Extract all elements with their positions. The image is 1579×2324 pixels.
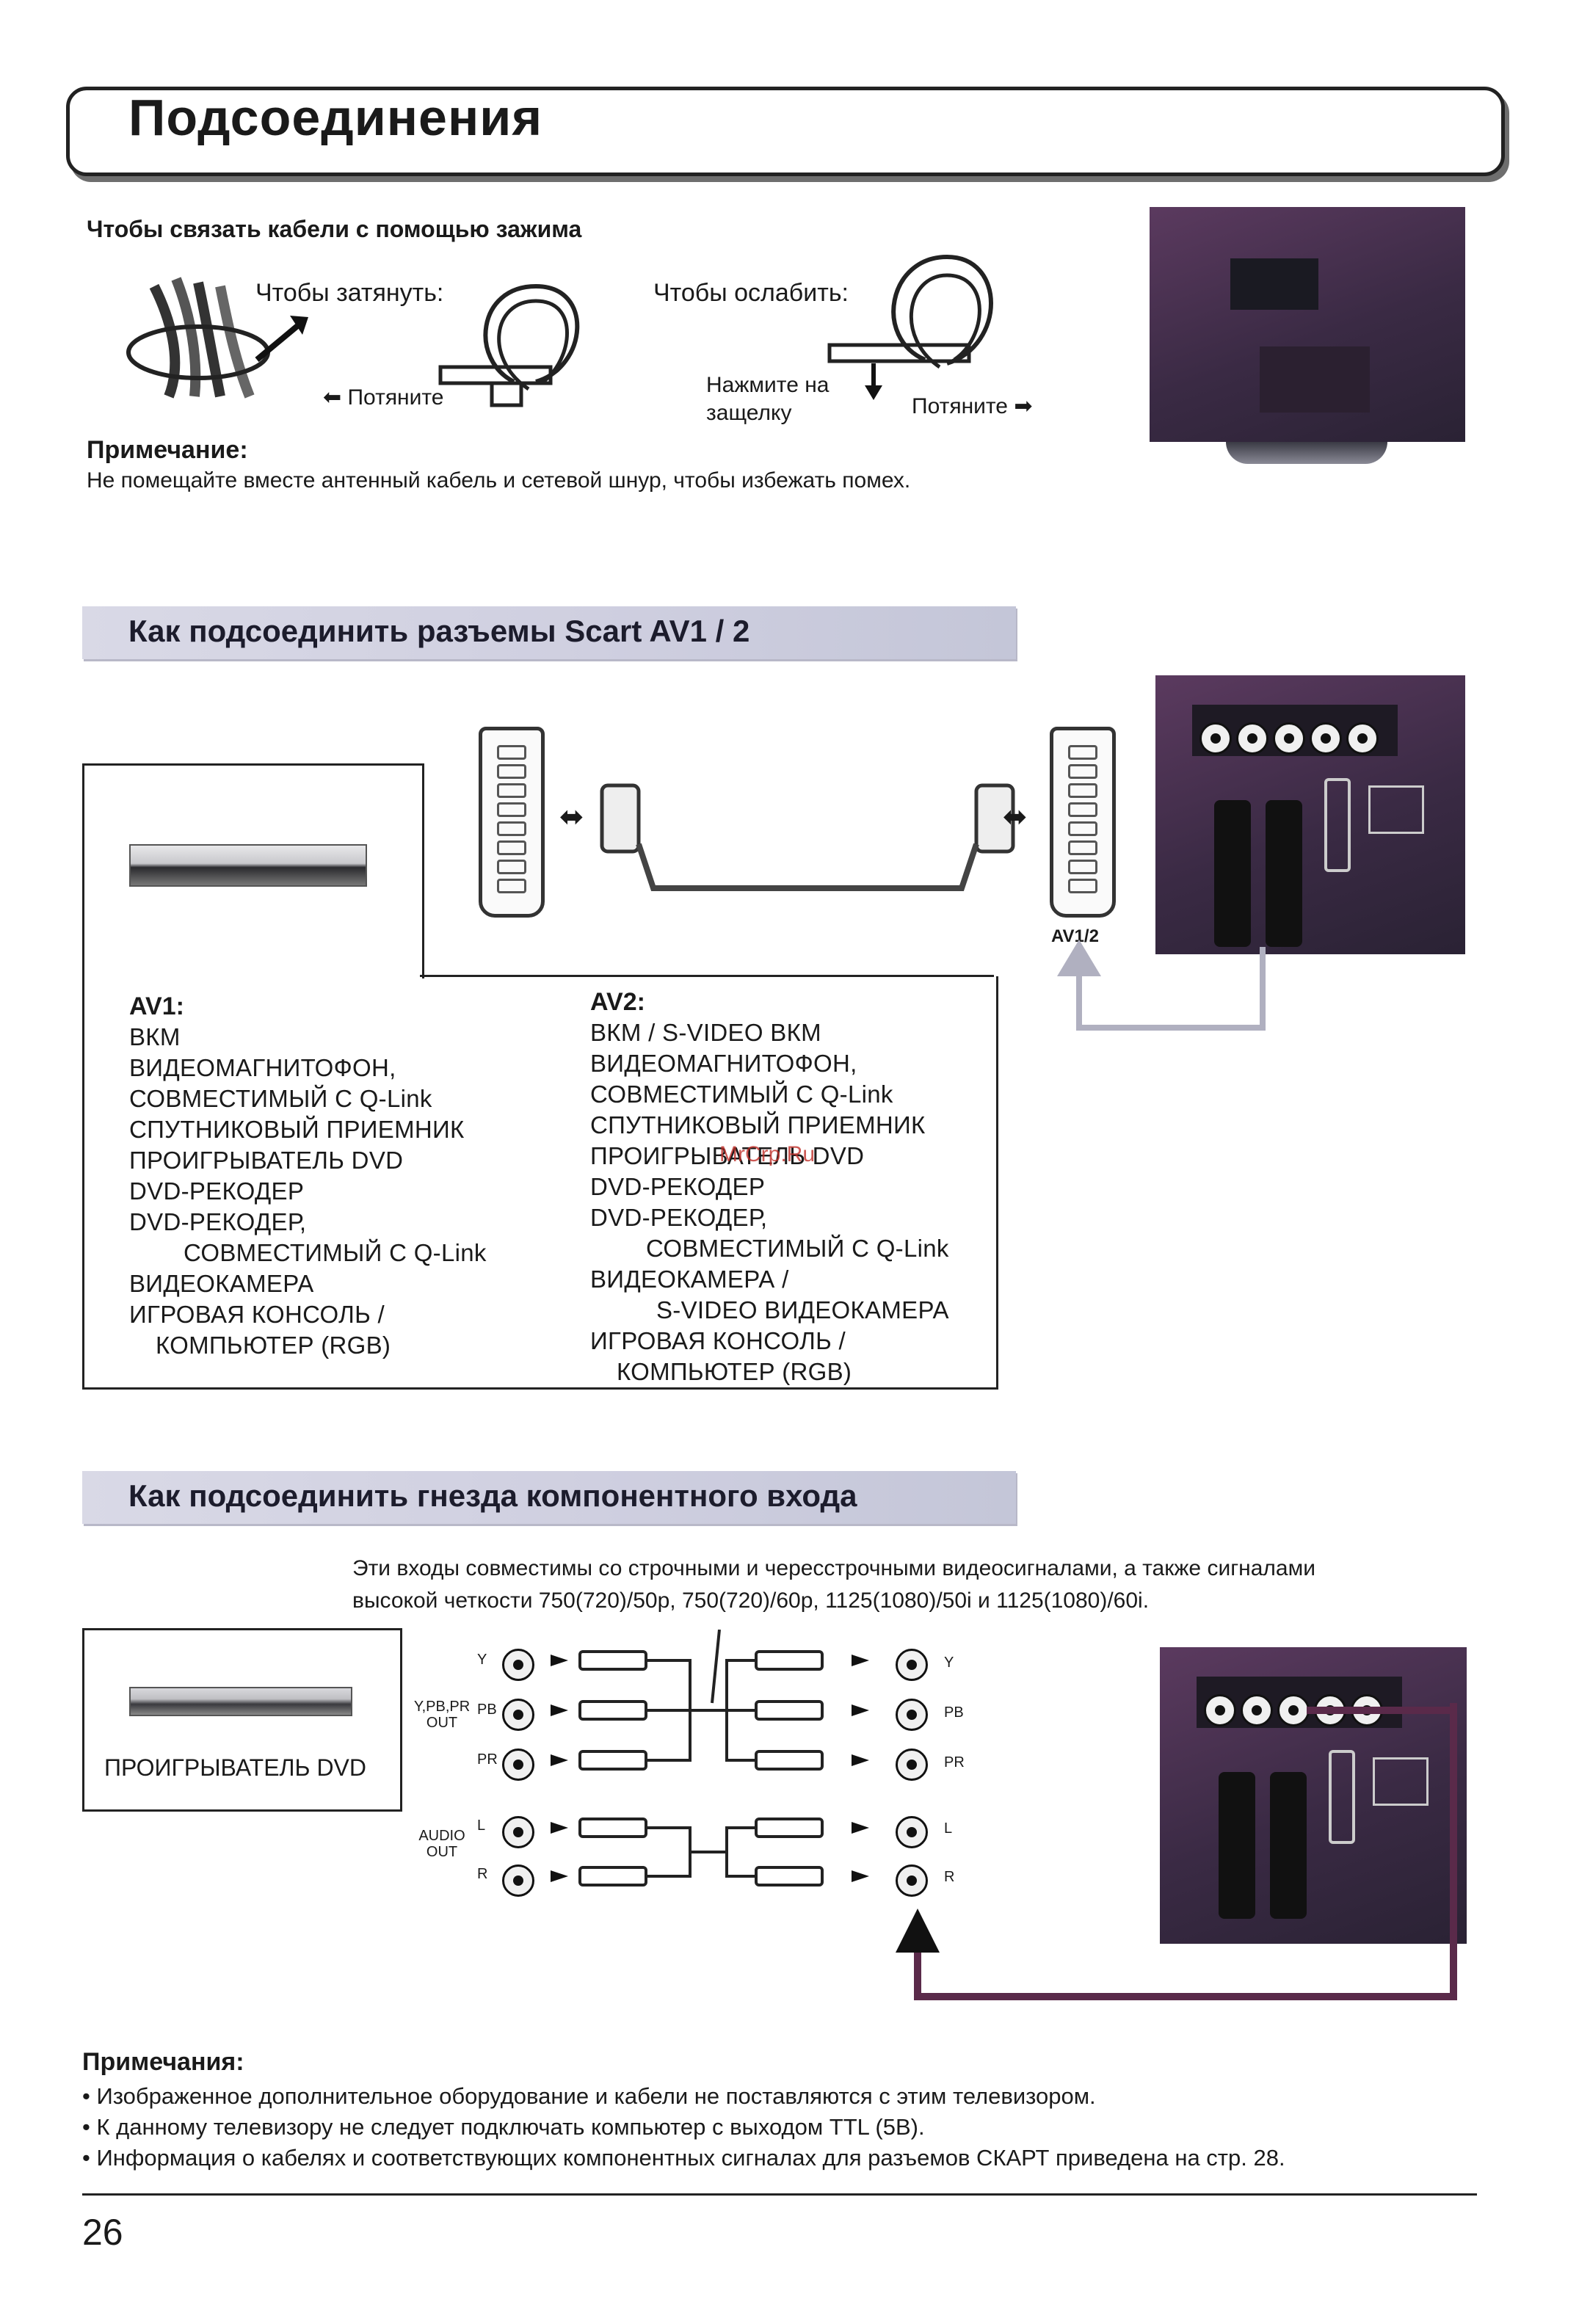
jack-label-pr: PR xyxy=(477,1751,498,1768)
loosen-label: Чтобы ослабить: xyxy=(653,279,849,307)
jack-label-r: R xyxy=(477,1866,488,1882)
note-item: • К данному телевизору не следует подклю… xyxy=(82,2114,925,2140)
av1-item: DVD-РЕКОДЕР xyxy=(129,1177,305,1205)
title-frame xyxy=(66,87,1505,176)
av2-item: S-VIDEO ВИДЕОКАМЕРА xyxy=(656,1296,949,1323)
av2-item: ВКМ / S-VIDEO ВКМ xyxy=(590,1019,821,1046)
jack-right-label-y: Y xyxy=(944,1655,954,1671)
page-number: 26 xyxy=(82,2212,123,2253)
notes-heading: Примечания: xyxy=(82,2048,244,2076)
av2-title: AV2: xyxy=(590,988,645,1016)
tighten-label: Чтобы затянуть: xyxy=(255,279,444,307)
scart-cable xyxy=(600,783,1015,891)
av2-item: ИГРОВАЯ КОНСОЛЬ / xyxy=(590,1327,846,1354)
video-out-label: Y,PB,PR OUT xyxy=(413,1699,471,1731)
jack-left-l xyxy=(502,1816,534,1848)
component-description-1: Эти входы совместимы со строчными и чере… xyxy=(352,1556,1315,1580)
jack-left-pr xyxy=(502,1749,534,1781)
jack-left-pb xyxy=(502,1699,534,1731)
tv-stand xyxy=(1226,442,1387,464)
av2-item: ВИДЕОКАМЕРА / xyxy=(590,1266,789,1293)
av1-item: DVD-РЕКОДЕР, xyxy=(129,1208,307,1235)
jack-right-pr xyxy=(896,1749,928,1781)
dvd-player-label: ПРОИГРЫВАТЕЛЬ DVD xyxy=(104,1754,366,1781)
pull-left-label: ⬅ Потяните xyxy=(323,385,444,410)
cable-tie-heading: Чтобы связать кабели с помощью зажима xyxy=(87,216,582,242)
av1-item: ПРОИГРЫВАТЕЛЬ DVD xyxy=(129,1147,404,1174)
cable-bundle-illustration xyxy=(126,277,308,399)
av2-item: СПУТНИКОВЫЙ ПРИЕМНИК xyxy=(590,1111,926,1139)
arrow-right-icon: ➡ xyxy=(1014,394,1033,418)
av2-item: СОВМЕСТИМЫЙ С Q-Link xyxy=(590,1081,893,1108)
device-box-bottom xyxy=(82,976,998,1390)
cable-tie-loosen-illustration xyxy=(827,254,993,400)
jack-right-label-pb: PB xyxy=(944,1704,964,1721)
scart-socket-left xyxy=(479,727,545,918)
av2-item: СОВМЕСТИМЫЙ С Q-Link xyxy=(646,1235,949,1262)
av1-title: AV1: xyxy=(129,992,184,1020)
av1-item: СОВМЕСТИМЫЙ С Q-Link xyxy=(129,1085,432,1112)
dvd-player-box xyxy=(82,1628,402,1812)
av1-item: ВКМ xyxy=(129,1023,181,1050)
jack-label-pb: PB xyxy=(477,1702,497,1718)
page-title: Подсоединения xyxy=(128,89,543,146)
component-section-heading: Как подсоединить гнезда компонентного вх… xyxy=(128,1478,857,1513)
component-cables xyxy=(551,1630,869,1887)
device-box-divider xyxy=(420,975,994,977)
av1-item: СОВМЕСТИМЫЙ С Q-Link xyxy=(184,1239,487,1266)
av1-item: КОМПЬЮТЕР (RGB) xyxy=(156,1332,391,1359)
dvd-player-icon xyxy=(129,1687,352,1716)
scart-socket-right xyxy=(1050,727,1116,918)
jack-right-label-pr: PR xyxy=(944,1754,965,1771)
cable-tie-tighten-illustration xyxy=(438,283,580,407)
jack-right-y xyxy=(896,1649,928,1681)
av1-item: СПУТНИКОВЫЙ ПРИЕМНИК xyxy=(129,1116,465,1143)
press-latch-label: Нажмите на защелку xyxy=(706,373,830,425)
watermark: MrCrp.Ru xyxy=(719,1142,816,1166)
arrow-left-icon: ⬅ xyxy=(323,385,342,410)
av2-item: DVD-РЕКОДЕР xyxy=(590,1173,766,1200)
jack-right-label-l: L xyxy=(944,1820,953,1837)
jack-left-y xyxy=(502,1649,534,1681)
audio-out-label: AUDIO OUT xyxy=(418,1828,465,1860)
jack-right-r xyxy=(896,1864,928,1897)
component-section-bar xyxy=(82,1471,1016,1524)
av2-item: ВИДЕОМАГНИТОФОН, xyxy=(590,1050,857,1077)
jack-right-label-r: R xyxy=(944,1869,955,1885)
av12-label: AV1/2 xyxy=(1051,926,1099,946)
scart-return-arrow xyxy=(1057,940,1266,1031)
scart-section-bar xyxy=(82,606,1016,659)
pull-right-label: Потяните ➡ xyxy=(912,394,1033,418)
av1-item: ВИДЕОМАГНИТОФОН, xyxy=(129,1054,396,1081)
jack-right-l xyxy=(896,1816,928,1848)
av2-item: ПРОИГРЫВАТЕЛЬ DVD xyxy=(590,1142,865,1169)
double-arrow-right-icon: ⬌ xyxy=(1003,801,1028,833)
note-heading: Примечание: xyxy=(87,436,248,464)
double-arrow-left-icon: ⬌ xyxy=(559,801,584,833)
tv-component-panel-photo xyxy=(1160,1647,1467,1944)
jack-right-pb xyxy=(896,1699,928,1731)
av1-item: ИГРОВАЯ КОНСОЛЬ / xyxy=(129,1301,385,1328)
av1-item: ВИДЕОКАМЕРА xyxy=(129,1270,314,1297)
footer-rule xyxy=(82,2193,1477,2196)
av2-item: КОМПЬЮТЕР (RGB) xyxy=(617,1358,852,1385)
device-box-top xyxy=(82,763,424,978)
tv-rear-photo xyxy=(1150,207,1465,442)
note-item: • Изображенное дополнительное оборудован… xyxy=(82,2083,1096,2109)
jack-left-r xyxy=(502,1864,534,1897)
jack-label-y: Y xyxy=(477,1652,487,1668)
note-text: Не помещайте вместе антенный кабель и се… xyxy=(87,468,911,493)
jack-label-l: L xyxy=(477,1818,486,1834)
component-return-arrow xyxy=(896,1703,1457,2000)
dvd-recorder-icon xyxy=(129,844,367,887)
tv-connector-panel-photo xyxy=(1155,675,1465,954)
component-description-2: высокой четкости 750(720)/50p, 750(720)/… xyxy=(352,1588,1150,1613)
note-item: • Информация о кабелях и соответствующих… xyxy=(82,2145,1285,2171)
av2-item: DVD-РЕКОДЕР, xyxy=(590,1204,768,1231)
scart-section-heading: Как подсоединить разъемы Scart AV1 / 2 xyxy=(128,614,750,648)
